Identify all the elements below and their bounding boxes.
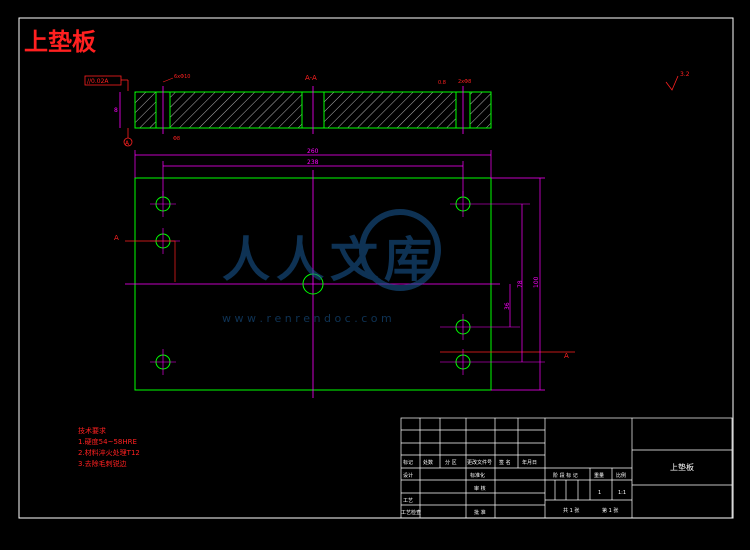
section-view	[134, 86, 492, 134]
svg-text:审 核: 审 核	[474, 485, 486, 492]
svg-text:A: A	[125, 140, 130, 147]
svg-text:阶 段 标 记: 阶 段 标 记	[553, 472, 578, 479]
svg-text://0.02A: //0.02A	[87, 78, 109, 85]
svg-text:A: A	[114, 234, 119, 242]
inner-width-label: 238	[307, 159, 319, 166]
width-dimensions	[134, 150, 492, 196]
svg-text:1.硬度54~58HRE: 1.硬度54~58HRE	[78, 437, 137, 446]
outer-height-label: 100	[533, 276, 540, 288]
svg-text:分 区: 分 区	[445, 459, 457, 466]
svg-text:标记: 标记	[403, 459, 413, 466]
svg-text:标准化: 标准化	[470, 472, 485, 479]
title-block	[400, 417, 733, 519]
outer-frame	[18, 17, 734, 519]
svg-text:人人文库: 人人文库	[222, 232, 438, 288]
overall-width-label: 260	[307, 148, 319, 155]
svg-text:8: 8	[114, 107, 118, 114]
svg-text:0.8: 0.8	[438, 80, 446, 86]
height-dimension: 8	[114, 92, 121, 128]
svg-text:3.去除毛刺锐边: 3.去除毛刺锐边	[78, 459, 127, 468]
lower-height-label: 36	[504, 302, 511, 310]
section-label: A-A	[305, 74, 317, 82]
svg-text:共 1 张: 共 1 张	[563, 507, 579, 514]
svg-text:工艺: 工艺	[403, 498, 413, 504]
watermark: 人人文库 w w w . r e n r e n d o c . c o m	[222, 209, 441, 325]
datum-symbol: A	[123, 128, 133, 147]
svg-text:3.2: 3.2	[680, 71, 690, 78]
svg-text:批 准: 批 准	[474, 509, 486, 516]
svg-text:工艺检查: 工艺检查	[401, 509, 421, 516]
svg-text:比例: 比例	[616, 472, 626, 479]
svg-text:签 名: 签 名	[499, 459, 511, 466]
svg-text:1: 1	[598, 490, 601, 496]
roughness-symbol: 3.2	[665, 71, 690, 91]
svg-text:A: A	[564, 352, 569, 360]
plan-view	[125, 170, 500, 398]
svg-text:重量: 重量	[594, 472, 604, 479]
svg-text:2.材料淬火处理T12: 2.材料淬火处理T12	[78, 448, 140, 457]
section-cut-markers: A A	[114, 234, 575, 360]
hole-callouts: 6xΦ10 Φ8 0.8 2xΦ8	[162, 74, 471, 142]
svg-text:技术要求: 技术要求	[78, 426, 106, 435]
svg-text:6xΦ10: 6xΦ10	[174, 74, 190, 80]
svg-text:1:1: 1:1	[618, 490, 626, 496]
svg-text:w w w . r e n r e n d o c . c: w w w . r e n r e n d o c . c o m	[222, 312, 392, 325]
tolerance-frame: //0.02A	[84, 75, 129, 91]
svg-text:2xΦ8: 2xΦ8	[458, 79, 471, 85]
height-dimensions	[491, 177, 545, 391]
svg-text:处数: 处数	[423, 459, 433, 466]
drawing-title: 上垫板	[24, 28, 97, 56]
title-block-text: 标记 处数 分 区 更改文件号 签 名 年月日 设计 标准化 审 核 工艺 批 …	[401, 459, 626, 516]
svg-text:设计: 设计	[403, 472, 413, 479]
part-name: 上垫板	[670, 462, 694, 472]
technical-requirements: 技术要求 1.硬度54~58HRE 2.材料淬火处理T12 3.去除毛刺锐边	[78, 426, 140, 468]
svg-text:Φ8: Φ8	[173, 136, 180, 142]
inner-height-label: 78	[517, 280, 524, 288]
svg-text:第 1 张: 第 1 张	[602, 507, 618, 514]
svg-text:更改文件号: 更改文件号	[467, 459, 492, 466]
svg-text:年月日: 年月日	[522, 459, 537, 466]
